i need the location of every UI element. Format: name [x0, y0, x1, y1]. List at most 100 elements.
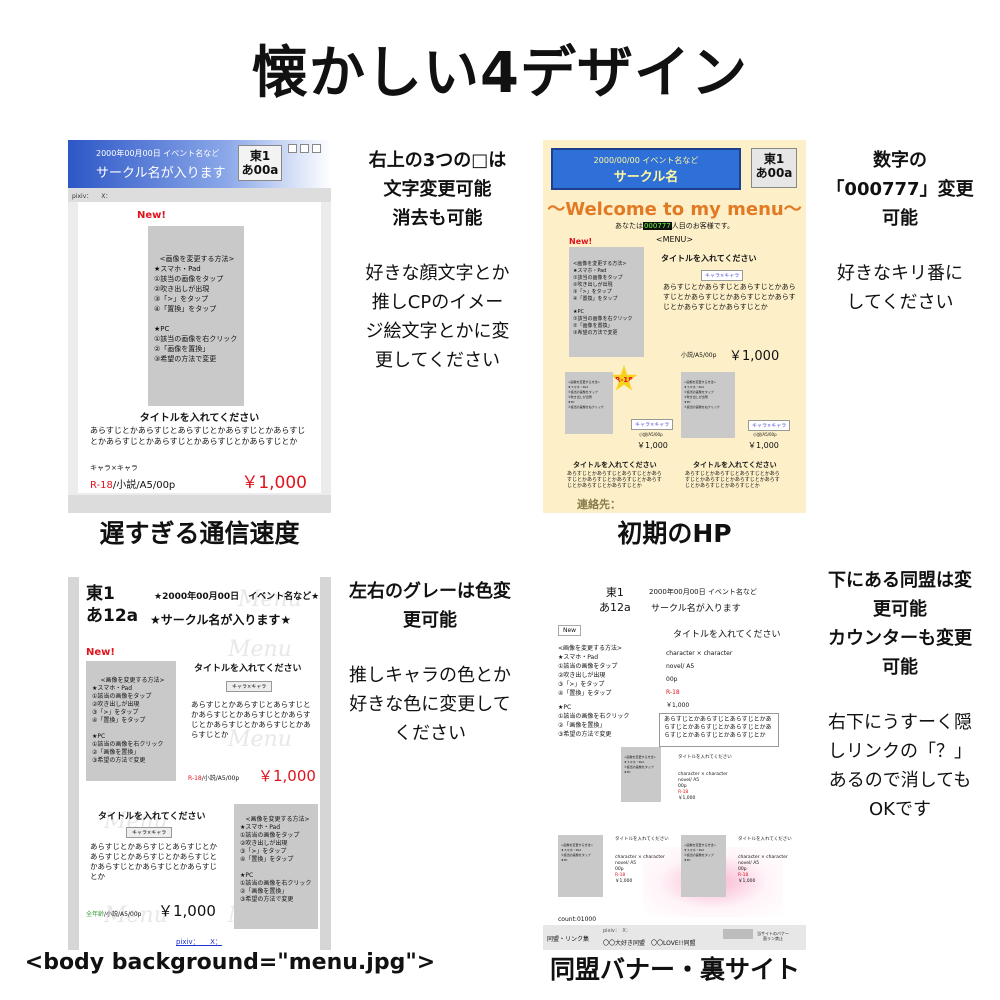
- price: ￥1,000: [637, 441, 668, 450]
- links-label: 同盟・リンク集: [547, 936, 590, 943]
- pixiv-link[interactable]: pixiv：: [176, 938, 197, 946]
- placeholder-image[interactable]: <画像を変更する方法> ★スマホ・Pad ①該当の画像をタップ ②吹き出しが出現…: [86, 661, 176, 781]
- work-info: character × character novel/ A5 00p R-18…: [615, 855, 665, 884]
- placeholder-image[interactable]: <画像を変更する方法> ★スマホ・Pad ①該当の画像をタップ ★PC: [558, 835, 603, 897]
- box-icon: [288, 144, 297, 153]
- r18-star-icon: R-18: [610, 365, 638, 391]
- format-info: R-18/小説/A5/00p: [188, 775, 240, 782]
- synopsis: あらすじとかあらすじとあらすじとかあらすじとかあらすじとかあらすじとかあらすじと…: [567, 471, 662, 489]
- event-date: 2000年00月00日 イベント名など: [96, 149, 220, 158]
- new-label: New!: [86, 647, 115, 658]
- work-title: タイトルを入れてください: [615, 837, 669, 842]
- x-link[interactable]: X：: [101, 193, 112, 200]
- format-info: 小説/A5/00p: [753, 432, 777, 437]
- menu-heading: <MENU>: [655, 235, 694, 244]
- x-link[interactable]: X：: [210, 938, 222, 946]
- pairing: キャラ×キャラ: [90, 464, 138, 472]
- work-title: タイトルを入れてください: [573, 461, 657, 469]
- content-area: New! <画像を変更する方法> ★スマホ・Pad ①該当の画像をタップ ②吹き…: [78, 202, 321, 493]
- note-design-3: 左右のグレーは色変 更可能 推しキャラの色とか 好きな色に変更して ください: [349, 581, 511, 744]
- footer-bar: [68, 495, 331, 513]
- placeholder-image[interactable]: <画像を変更する方法> ★スマホ・Pad ①該当の画像をタップ ②吹き出しが出現…: [569, 247, 644, 357]
- pairing-button[interactable]: キャラ×キャラ: [126, 827, 173, 838]
- work-title: タイトルを入れてください: [673, 630, 781, 640]
- pairing-button[interactable]: キャラ×キャラ: [226, 681, 273, 692]
- price: ￥1,000: [258, 767, 316, 785]
- synopsis: あらすじとかあらすじとあらすじとかあらすじとかあらすじとかあらすじとかあらすじと…: [663, 283, 796, 311]
- event-date: 2000/00/00 イベント名など: [593, 156, 699, 165]
- placeholder-image[interactable]: <画像を変更する方法> ★スマホ・Pad ①該当の画像をタップ ②吹き出しが出現…: [234, 804, 318, 929]
- header-banner: 2000/00/00 イベント名など サークル名: [551, 148, 741, 190]
- work-info: character × character novel/ A5 00p R-18…: [738, 855, 788, 884]
- sns-links[interactable]: pixiv： X：: [603, 928, 631, 934]
- note-design-4: 下にある同盟は変 更可能 カウンターも変更 可能 右下にうすーく隠 しリンクの「…: [828, 570, 972, 820]
- format-info: 小説/A5/00p: [681, 352, 717, 359]
- visitor-counter: count:01000: [558, 916, 597, 923]
- placeholder-image[interactable]: <画像を変更する方法> ★スマホ・Pad ①該当の画像をタップ ②吹き出しが出現…: [565, 372, 613, 434]
- circle-name: サークル名が入ります: [651, 604, 741, 614]
- banner-caption: 当サイトのバナー 直リン禁止: [757, 931, 789, 941]
- sns-links[interactable]: pixiv： X：: [176, 937, 222, 947]
- contact-label: 連絡先：: [577, 498, 621, 511]
- placeholder-image[interactable]: <画像を変更する方法> ★スマホ・Pad ①該当の画像をタップ ★PC: [681, 835, 726, 897]
- circle-name: サークル名: [613, 170, 679, 185]
- page-title: 懐かしい4デザイン: [252, 41, 748, 106]
- synopsis: あらすじとかあらすじとあらすじとかあらすじとかあらすじとかあらすじとかあらすじと…: [90, 426, 306, 446]
- format-info: R-18/小説/A5/00p: [90, 480, 176, 491]
- synopsis-box: あらすじとかあらすじとあらすじとかあらすじとかあらすじとかあらすじとかあらすじと…: [659, 713, 779, 747]
- box-icon: [312, 144, 321, 153]
- synopsis: あらすじとかあらすじとあらすじとかあらすじとかあらすじとかあらすじとかあらすじと…: [90, 842, 218, 881]
- work-title: タイトルを入れてください: [693, 461, 777, 469]
- design-1-preview: 2000年00月00日 イベント名など サークル名が入ります 東1 あ00a p…: [68, 140, 331, 513]
- welcome-heading: ～Welcome to my menu～: [547, 199, 802, 220]
- pairing-button[interactable]: キャラ×キャラ: [631, 419, 674, 430]
- new-button[interactable]: New: [558, 625, 582, 636]
- pixiv-link[interactable]: pixiv：: [72, 193, 90, 200]
- design-2-preview: 2000/00/00 イベント名など サークル名 東1 あ00a ～Welcom…: [543, 140, 806, 513]
- caption-design-1: 遅すぎる通信速度: [99, 519, 300, 548]
- visitor-counter: あなたは000777人目のお客様です。: [614, 222, 735, 230]
- window-boxes: [288, 144, 321, 153]
- header-banner: 2000年00月00日 イベント名など サークル名が入ります 東1 あ00a: [68, 140, 331, 188]
- space-number: 東1 あ00a: [751, 148, 797, 188]
- pairing-button[interactable]: キャラ×キャラ: [748, 420, 791, 431]
- background-watermark: Menu: [228, 727, 292, 752]
- event-date: ★2000年00月00日 イベント名など★: [154, 592, 320, 602]
- alliance-links[interactable]: 〇〇大好き同盟 〇〇LOVE!!同盟: [603, 940, 696, 947]
- left-side-bar: [68, 577, 79, 950]
- right-side-bar: [320, 577, 331, 950]
- work-info: character × character novel/ A5 00p R-18…: [666, 650, 733, 709]
- sns-bar: pixiv： X：: [68, 188, 331, 202]
- background-watermark: Menu: [104, 903, 168, 928]
- placeholder-image[interactable]: <画像を変更する方法> ★スマホ・Pad ①該当の画像をタップ ★PC: [621, 747, 661, 802]
- placeholder-image[interactable]: <画像を変更する方法> ★スマホ・Pad ①該当の画像をタップ ②吹き出しが出現…: [681, 372, 735, 438]
- synopsis: あらすじとかあらすじとあらすじとかあらすじとかあらすじとかあらすじとかあらすじと…: [685, 471, 780, 489]
- work-title: タイトルを入れてください: [98, 812, 206, 822]
- work-title: タイトルを入れてください: [678, 755, 732, 760]
- event-date: 2000年00月00日 イベント名など: [649, 588, 757, 596]
- synopsis: あらすじとかあらすじとあらすじとかあらすじとかあらすじとかあらすじとかあらすじと…: [191, 700, 311, 739]
- circle-name: サークル名が入ります: [96, 166, 226, 181]
- format-info: 全年齢/小説/A5/00p: [86, 911, 142, 918]
- new-label: New!: [569, 237, 593, 246]
- pairing-button[interactable]: キャラ×キャラ: [701, 270, 744, 281]
- space-number: 東1 あ12a: [599, 586, 631, 614]
- price: ￥1,000: [241, 473, 307, 493]
- footer-bar: [543, 925, 806, 950]
- placeholder-image[interactable]: <画像を変更する方法> ★スマホ・Pad ①該当の画像をタップ ②吹き出しが出現…: [148, 226, 244, 406]
- design-4-preview: 東1 あ12a 2000年00月00日 イベント名など サークル名が入ります N…: [543, 577, 806, 950]
- caption-design-3: <body background="menu.jpg">: [24, 950, 436, 975]
- work-title: タイトルを入れてください: [738, 837, 792, 842]
- work-title: タイトルを入れてください: [194, 664, 302, 674]
- space-number: 東1 あ12a: [86, 584, 139, 626]
- price: ￥1,000: [729, 349, 780, 364]
- circle-name: ★サークル名が入ります★: [150, 613, 292, 627]
- price: ￥1,000: [158, 902, 216, 920]
- work-info: character × character novel/ A5 00p R-18…: [678, 772, 728, 801]
- background-watermark: Menu: [228, 637, 292, 662]
- work-title: タイトルを入れてください: [139, 413, 260, 424]
- site-banner[interactable]: [723, 929, 753, 939]
- note-design-1: 右上の3つの□は 文字変更可能 消去も可能 好きな顔文字とか 推しCPのイメー …: [365, 150, 510, 371]
- space-number: 東1 あ00a: [238, 145, 282, 181]
- work-title: タイトルを入れてください: [661, 254, 757, 263]
